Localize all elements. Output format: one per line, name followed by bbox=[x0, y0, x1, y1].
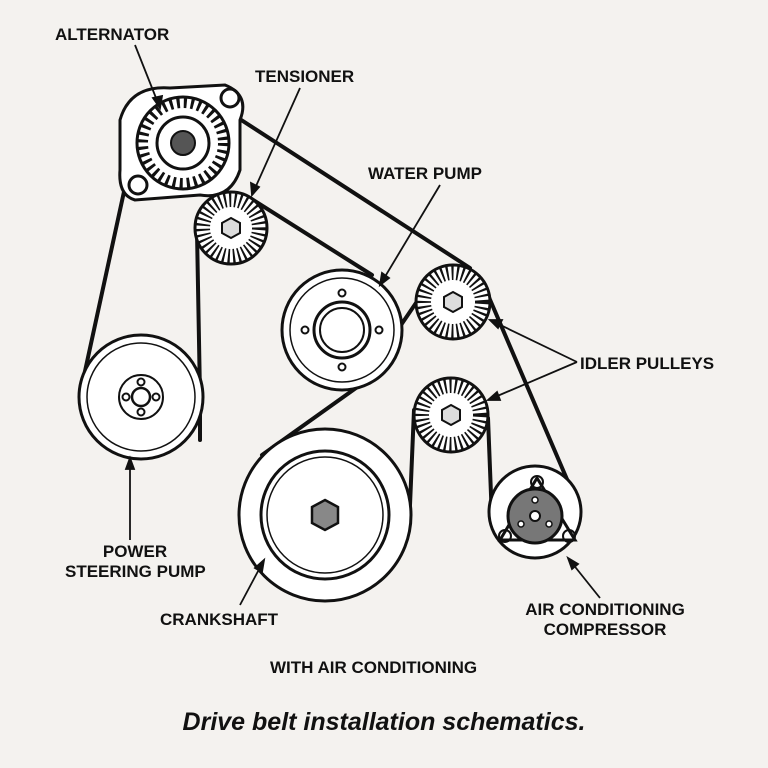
label-variant: WITH AIR CONDITIONING bbox=[270, 658, 478, 677]
tensioner-pulley bbox=[193, 190, 269, 266]
leader-lines bbox=[124, 44, 601, 606]
figure-caption: Drive belt installation schematics. bbox=[182, 708, 586, 736]
label-ac-line2: COMPRESSOR bbox=[543, 620, 667, 639]
alternator-pulley bbox=[118, 83, 245, 202]
label-tensioner: TENSIONER bbox=[255, 67, 355, 86]
ac-compressor-pulley bbox=[487, 464, 583, 560]
label-alternator: ALTERNATOR bbox=[55, 25, 170, 44]
label-water-pump: WATER PUMP bbox=[368, 164, 482, 183]
label-crankshaft: CRANKSHAFT bbox=[160, 610, 279, 629]
drive-belt bbox=[80, 101, 580, 522]
label-ac-line1: AIR CONDITIONING bbox=[525, 600, 685, 619]
label-ac-compressor: AIR CONDITIONING COMPRESSOR bbox=[495, 600, 715, 640]
crankshaft-pulley bbox=[237, 427, 413, 603]
water-pump-pulley bbox=[280, 268, 404, 392]
idler-pulley-upper bbox=[414, 263, 492, 341]
label-power-steering: POWER STEERING PUMP bbox=[65, 542, 206, 582]
label-power-steering-line2: STEERING PUMP bbox=[65, 562, 206, 581]
power-steering-pulley bbox=[77, 333, 205, 461]
label-power-steering-line1: POWER bbox=[102, 542, 168, 561]
idler-pulley-lower bbox=[412, 376, 490, 454]
label-idler-pulleys: IDLER PULLEYS bbox=[580, 354, 715, 373]
